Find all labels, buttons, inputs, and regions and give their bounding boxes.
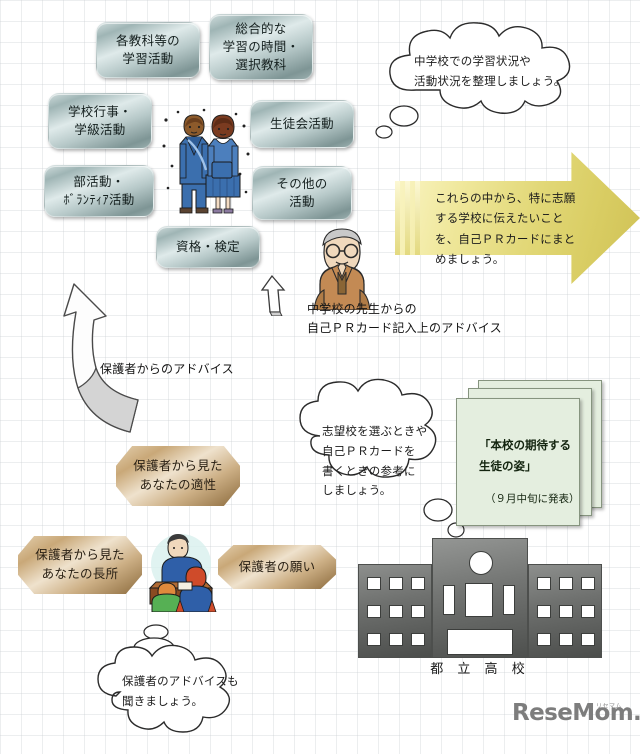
cloud-text: 中学校での学習状況や 活動状況を整理しましょう。 <box>414 52 565 92</box>
box-line: 保護者から見た <box>35 547 125 563</box>
box-line: 学習活動 <box>122 51 174 66</box>
logo-kana: リセマム <box>595 703 622 710</box>
school-label: 都 立 高 校 <box>430 662 530 677</box>
teacher-advice-caption: 中学校の先生からの 自己ＰＲカード記入上のアドバイス <box>307 300 502 339</box>
box-line: 学校行事・ <box>67 104 132 120</box>
box-line: 保護者から見た <box>133 458 223 474</box>
arrow-stripe <box>395 181 400 255</box>
box-guardian-wish: 保護者の願い <box>218 545 336 589</box>
cloud-organize: 中学校での学習状況や 活動状況を整理しましょう。 <box>372 18 624 148</box>
arrow-text: これらの中から、特に志願 する学校に伝えたいこと を、自己ＰＲカードにまと めま… <box>435 188 575 270</box>
students-illustration <box>158 96 254 220</box>
cloud-line: 中学校での学習状況や <box>414 54 531 68</box>
clock-icon <box>469 551 493 575</box>
box-guardian-strength: 保護者から見た あなたの長所 <box>18 536 142 594</box>
small-up-arrow-icon <box>258 272 294 316</box>
box-line: 選択教科 <box>235 56 287 72</box>
arrow-line: これらの中から、特に志願 <box>435 191 576 205</box>
family-illustration <box>142 530 220 612</box>
cloud-text: 保護者のアドバイスも 聞きましょう。 <box>122 672 239 712</box>
box-integrated-study: 総合的な 学習の時間・ 選択教科 <box>209 14 313 80</box>
box-club-volunteer: 部活動・ ﾎﾞﾗﾝﾃｨｱ活動 <box>44 165 154 217</box>
box-other-activities: その他の 活動 <box>252 166 352 220</box>
box-subject-study: 各教科等の 学習活動 <box>96 22 200 78</box>
arrow-summarize: これらの中から、特に志願 する学校に伝えたいこと を、自己ＰＲカードにまと めま… <box>395 152 640 284</box>
box-line: 保護者の願い <box>238 558 316 574</box>
box-line: 学習の時間・ <box>222 39 300 55</box>
building-wing-right <box>528 564 602 658</box>
box-student-council: 生徒会活動 <box>250 100 354 148</box>
box-line: あなたの適性 <box>139 477 217 492</box>
arrow-stripe <box>405 181 410 255</box>
cloud-line: 志望校を選ぶときや <box>322 424 428 438</box>
doc-expected-student: 「本校の期待する 生徒の姿」 （９月中旬に発表） <box>450 380 610 540</box>
caption-line: 中学校の先生からの <box>307 302 417 316</box>
arrow-line: を、自己ＰＲカードにまと <box>435 231 576 246</box>
box-qualifications: 資格・検定 <box>156 226 260 268</box>
box-line: その他の <box>276 176 328 192</box>
box-line: 総合的な <box>235 21 287 37</box>
box-line: 資格・検定 <box>175 239 240 255</box>
box-school-events: 学校行事・ 学級活動 <box>48 93 152 149</box>
box-line: ﾎﾞﾗﾝﾃｨｱ活動 <box>63 192 135 207</box>
guardian-advice-caption: 保護者からのアドバイス <box>100 362 234 376</box>
cloud-line: しましょう。 <box>322 483 392 498</box>
guardian-curved-arrow-icon <box>52 272 172 452</box>
cloud-line: 保護者のアドバイスも <box>122 674 239 688</box>
box-line: あなたの長所 <box>41 566 119 581</box>
arrow-line: めましょう。 <box>435 252 505 267</box>
doc-note: （９月中旬に発表） <box>485 493 580 505</box>
box-line: 生徒会活動 <box>269 116 334 132</box>
cloud-text: 志望校を選ぶときや 自己ＰＲカードを 書くときの参考に しましょう。 <box>322 422 427 501</box>
box-line: 活動 <box>289 194 315 209</box>
resemom-logo: リセマム ReseMom. <box>512 700 640 740</box>
cloud-line: 聞きましょう。 <box>122 693 204 708</box>
box-line: 各教科等の <box>115 33 180 49</box>
building-center <box>432 538 528 658</box>
doc-title-line: 「本校の期待する <box>479 438 571 452</box>
doc-title: 「本校の期待する 生徒の姿」 <box>479 435 571 478</box>
caption-line: 自己ＰＲカード記入上のアドバイス <box>307 321 502 336</box>
school-building-illustration <box>358 538 602 658</box>
building-wing-left <box>358 564 432 658</box>
doc-title-line: 生徒の姿」 <box>479 459 537 474</box>
cloud-line: 自己ＰＲカードを <box>322 443 416 458</box>
box-line: 部活動・ <box>73 174 125 190</box>
teacher-illustration <box>300 222 384 310</box>
arrow-stripe <box>415 181 420 255</box>
cloud-listen-guardian: 保護者のアドバイスも 聞きましょう。 <box>78 618 314 740</box>
cloud-reference: 志望校を選ぶときや 自己ＰＲカードを 書くときの参考に しましょう。 <box>286 374 476 542</box>
box-guardian-aptitude: 保護者から見た あなたの適性 <box>116 446 240 506</box>
doc-sheet: 「本校の期待する 生徒の姿」 （９月中旬に発表） <box>456 398 580 526</box>
cloud-line: 書くときの参考に <box>322 463 416 478</box>
logo-text: ReseMom. <box>512 700 640 726</box>
cloud-line: 活動状況を整理しましょう。 <box>414 73 566 88</box>
arrow-line: する学校に伝えたいこと <box>435 211 564 226</box>
box-line: 学級活動 <box>74 122 126 137</box>
